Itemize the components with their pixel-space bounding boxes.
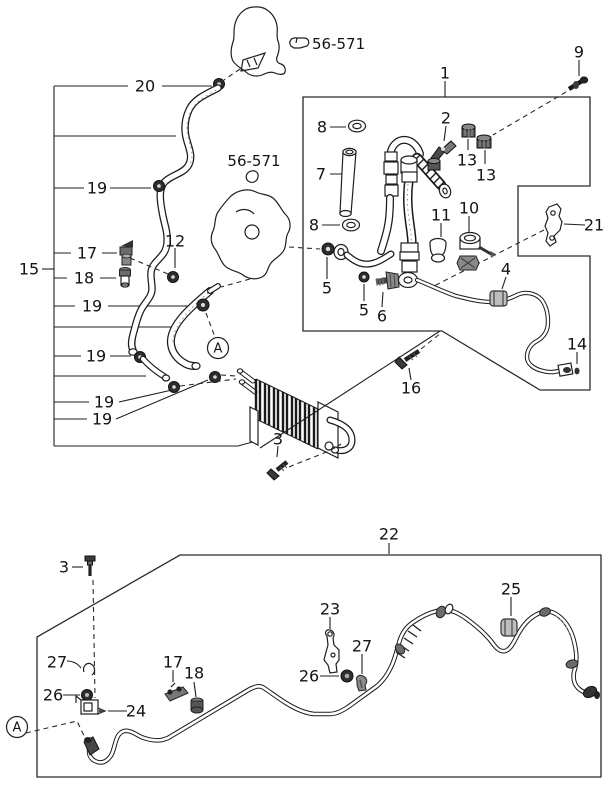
ref-clip-icon-top: [289, 37, 310, 49]
grommet-13-right: [476, 134, 492, 164]
clip-27-left: [66, 660, 96, 676]
callout-15: 15: [19, 260, 39, 279]
callout-17-top: 17: [77, 244, 97, 263]
pressure-hose-assembly: [377, 135, 452, 289]
callout-18-top: 18: [74, 269, 94, 288]
bolt-3-top: [266, 460, 289, 481]
hose-clamp-22-left: [394, 643, 406, 655]
pipe-end-fitting-right: [582, 685, 598, 699]
ref-label-56-571-pump: 56-571: [227, 152, 280, 170]
o-ring-14: [574, 367, 580, 375]
callout-16: 16: [401, 379, 421, 398]
ref-label-56-571-top: 56-571: [312, 35, 365, 53]
part-1-group-box: [302, 96, 591, 391]
grommet-18-bottom: [190, 681, 204, 714]
clamp-10: [456, 216, 496, 271]
callout-5-right: 5: [359, 301, 369, 320]
clip-27-right: [356, 654, 368, 692]
callout-27-left: 27: [47, 653, 67, 672]
o-ring-5-right: [358, 271, 370, 301]
hose-19-return: [166, 278, 251, 371]
pipe-clamp-25: [500, 597, 518, 637]
callout-3-bottom: 3: [59, 558, 69, 577]
hose-clamps-19-lower: [168, 371, 237, 393]
callout-18-bottom: 18: [184, 664, 204, 683]
callout-labels: 20 56-571 9 1 8 7 2 13 13 8 56-571 11 10…: [19, 35, 604, 721]
callout-8-lower: 8: [309, 216, 319, 235]
o-ring-8-lower: [341, 218, 361, 232]
pipe-clamp-4: [489, 290, 508, 307]
callout-19-4: 19: [94, 393, 114, 412]
leader-box-to-cooler: [259, 330, 441, 449]
fitting-6: [375, 271, 400, 308]
bracket-24: [75, 694, 127, 715]
fitting-17-top: [119, 240, 133, 266]
callout-13-right: 13: [476, 166, 496, 185]
callout-19-3: 19: [86, 347, 106, 366]
pump-outline: [210, 170, 291, 280]
detail-marker-a-top: A: [206, 336, 230, 360]
callout-7: 7: [316, 165, 326, 184]
damper-11: [429, 223, 447, 263]
callout-26-left: 26: [43, 686, 63, 705]
grommet-unlabeled: [427, 157, 441, 171]
pressure-pipe-4: [414, 276, 580, 377]
callout-23: 23: [320, 600, 340, 619]
clamp-2: [430, 125, 457, 162]
pipe-assembly-22: [83, 603, 600, 765]
callout-8-upper: 8: [317, 118, 327, 137]
hose-20: [127, 84, 222, 382]
suction-tube-7: [322, 119, 367, 232]
detail-marker-a-bottom: A: [5, 715, 87, 741]
callout-19-5: 19: [92, 410, 112, 429]
reservoir-outline: [213, 6, 286, 90]
callout-19-2: 19: [82, 297, 102, 316]
clamp-17-bottom: [164, 670, 189, 702]
bracket-21: [433, 203, 586, 287]
callout-4: 4: [501, 260, 511, 279]
o-ring-8-upper: [347, 119, 367, 133]
detail-marker-a-bottom-label: A: [13, 721, 22, 736]
callout-10: 10: [459, 199, 479, 218]
bolt-9: [492, 60, 589, 136]
oil-cooler: [236, 368, 356, 481]
callout-12: 12: [165, 232, 185, 251]
callout-25: 25: [501, 580, 521, 599]
grommet-26-left: [63, 689, 93, 701]
callout-21: 21: [584, 216, 604, 235]
callout-22: 22: [379, 525, 399, 544]
grommet-26-right: [320, 669, 354, 683]
fitting-18-top: [119, 267, 131, 288]
bracket-group-15: [42, 85, 257, 447]
callout-9: 9: [574, 43, 584, 62]
callout-17-bottom: 17: [163, 653, 183, 672]
callout-19-1: 19: [87, 179, 107, 198]
callout-27-right: 27: [352, 637, 372, 656]
grommet-12: [129, 248, 179, 283]
callout-26-right: 26: [299, 667, 319, 686]
callout-11: 11: [431, 206, 451, 225]
callout-6: 6: [377, 307, 387, 326]
part-22-group-box: [36, 554, 602, 778]
detail-marker-a-top-label: A: [214, 342, 223, 357]
callout-3-top: 3: [273, 430, 283, 449]
bolt-3-bottom: [72, 555, 96, 699]
grommet-13-left: [461, 123, 476, 150]
bolt-16: [394, 332, 442, 381]
callout-5-left: 5: [322, 279, 332, 298]
callout-14: 14: [567, 335, 587, 354]
callout-2: 2: [441, 109, 451, 128]
hose-clamp-22-right: [565, 659, 579, 669]
elbow-tube: [333, 243, 395, 268]
callout-24: 24: [126, 702, 146, 721]
bracket-23: [323, 617, 340, 674]
callout-1: 1: [440, 64, 450, 83]
callout-20: 20: [135, 77, 155, 96]
o-ring-5-left: [288, 242, 335, 279]
callout-13-left: 13: [457, 151, 477, 170]
